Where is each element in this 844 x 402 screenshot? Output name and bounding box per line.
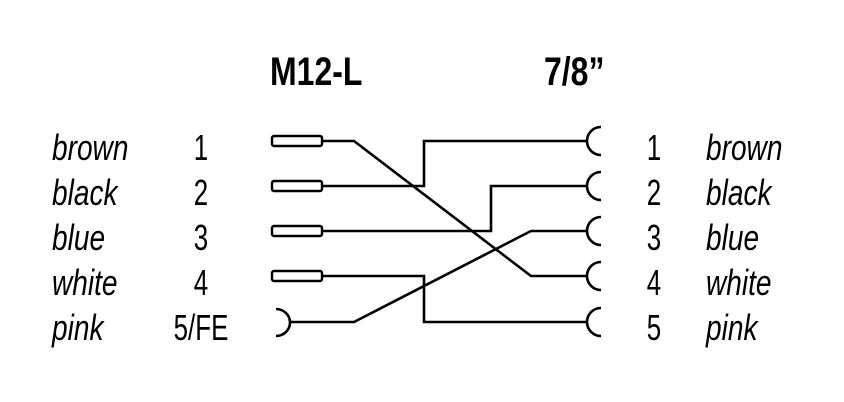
female-socket-icon xyxy=(585,125,602,157)
right-color-label: black xyxy=(706,173,773,213)
right-pin-number: 2 xyxy=(647,173,661,213)
left-pin-number: 1 xyxy=(194,128,208,168)
wire-2-to-1 xyxy=(322,139,588,188)
left-color-label: white xyxy=(52,263,118,303)
wires xyxy=(289,139,588,324)
left-color-label: pink xyxy=(51,308,105,348)
left-pin-number: 4 xyxy=(194,263,208,303)
right-pin-number: 4 xyxy=(647,263,661,303)
wire-5-to-3 xyxy=(289,229,588,324)
female-socket-icon xyxy=(275,307,292,338)
male-pin-icon xyxy=(270,179,324,193)
right-color-label: white xyxy=(706,263,772,303)
left-color-label: black xyxy=(52,173,119,213)
male-pin-icon xyxy=(270,269,324,283)
wire-3-to-2 xyxy=(322,184,588,233)
right-contacts xyxy=(585,125,602,338)
right-pin-number: 1 xyxy=(647,128,661,168)
wire-4-to-5 xyxy=(322,274,588,324)
left-pin-number: 3 xyxy=(194,218,208,258)
right-pin-number: 5 xyxy=(647,308,661,348)
female-socket-icon xyxy=(585,260,602,292)
left-pin-labels: brown black blue white pink 1 2 3 4 5/FE xyxy=(51,128,228,348)
male-pin-icon xyxy=(270,134,324,148)
right-pin-number: 3 xyxy=(647,218,661,258)
right-color-label: brown xyxy=(706,128,782,168)
right-connector-title: 7/8” xyxy=(544,49,604,94)
left-color-label: brown xyxy=(52,128,128,168)
left-pin-number: 5/FE xyxy=(174,308,229,348)
left-connector-title: M12-L xyxy=(270,49,362,94)
female-socket-icon xyxy=(585,215,602,247)
right-color-label: blue xyxy=(706,218,759,258)
wire-1-to-4 xyxy=(322,139,588,278)
female-socket-icon xyxy=(585,306,602,338)
right-color-label: pink xyxy=(705,308,759,348)
female-socket-icon xyxy=(585,170,602,202)
left-pin-number: 2 xyxy=(194,173,208,213)
left-color-label: blue xyxy=(52,218,105,258)
male-pin-icon xyxy=(270,224,324,238)
left-contacts xyxy=(270,134,324,338)
right-pin-labels: 1 2 3 4 5 brown black blue white pink xyxy=(647,128,783,348)
